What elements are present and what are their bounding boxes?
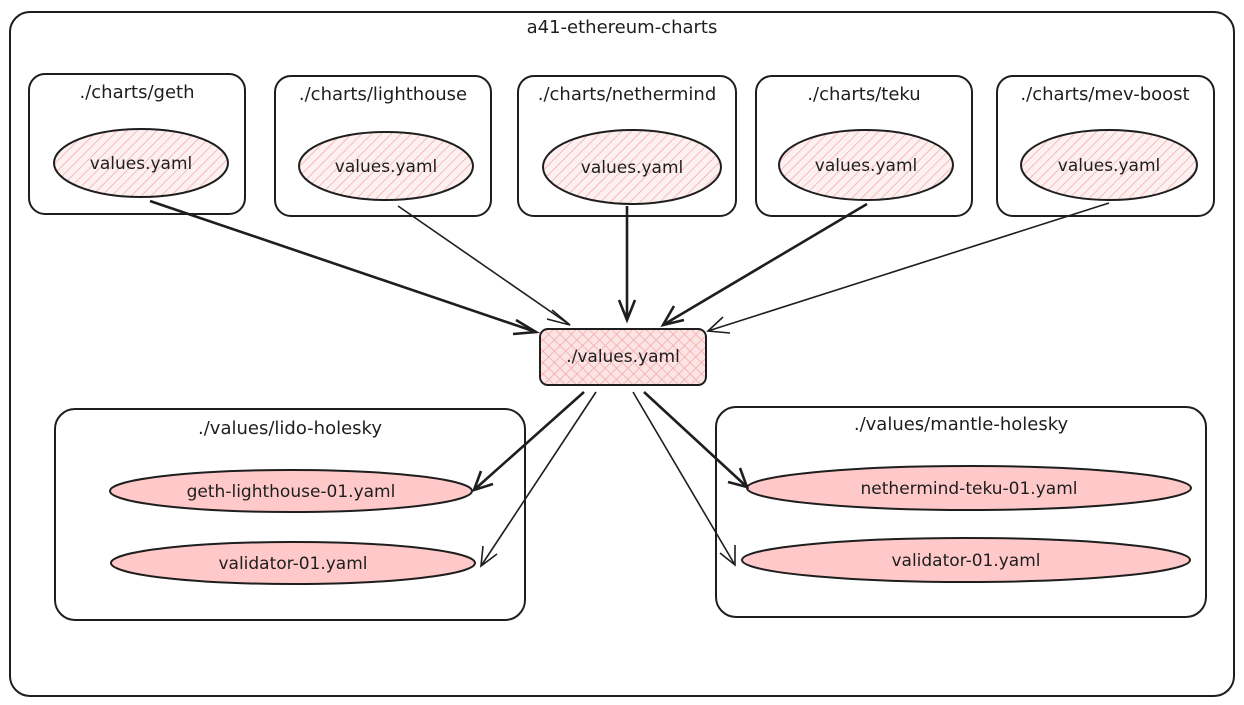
arrow <box>643 391 750 489</box>
arrow <box>706 202 1110 334</box>
group-name: ./values/lido-holesky <box>198 418 382 439</box>
arrow <box>617 206 637 324</box>
values-file-label: geth-lighthouse-01.yaml <box>187 482 396 502</box>
diagram-title: a41-ethereum-charts <box>527 17 718 38</box>
chart-box-mev-boost: ./charts/mev-boost values.yaml <box>996 75 1215 217</box>
chart-values-node <box>1020 129 1198 201</box>
values-file-node <box>741 537 1191 583</box>
arrow <box>660 202 868 327</box>
center-values-box <box>539 328 707 386</box>
chart-box-geth: ./charts/geth values.yaml <box>28 73 246 215</box>
chart-name: ./charts/nethermind <box>538 84 717 105</box>
chart-frame <box>28 73 246 215</box>
chart-frame <box>274 75 492 217</box>
arrow <box>149 199 541 336</box>
group-name: ./values/mantle-holesky <box>854 414 1069 435</box>
chart-frame <box>996 75 1215 217</box>
arrows-charts-to-center <box>149 199 1110 336</box>
arrow <box>471 391 585 493</box>
outer-container: a41-ethereum-charts <box>9 11 1235 697</box>
chart-name: ./charts/mev-boost <box>1020 84 1189 105</box>
outer-frame <box>9 11 1235 697</box>
chart-name: ./charts/lighthouse <box>299 84 467 105</box>
chart-name: ./charts/geth <box>80 82 195 103</box>
chart-values-node <box>298 131 474 201</box>
values-file-node <box>110 541 476 585</box>
chart-values-node <box>53 128 229 198</box>
values-file-label: validator-01.yaml <box>218 554 367 574</box>
chart-values-label: values.yaml <box>335 157 437 177</box>
arrows-center-to-values <box>471 391 750 568</box>
arrow <box>397 205 571 326</box>
values-file-node <box>109 469 473 513</box>
chart-box-lighthouse: ./charts/lighthouse values.yaml <box>274 75 492 217</box>
chart-values-label: values.yaml <box>1058 156 1160 176</box>
chart-box-teku: ./charts/teku values.yaml <box>755 75 973 217</box>
chart-name: ./charts/teku <box>807 84 920 105</box>
group-frame <box>715 406 1207 618</box>
chart-box-nethermind: ./charts/nethermind values.yaml <box>517 75 737 217</box>
arrow <box>480 391 597 568</box>
chart-frame <box>755 75 973 217</box>
values-file-label: validator-01.yaml <box>891 551 1040 571</box>
center-values-node: ./values.yaml <box>539 328 707 386</box>
values-group-lido-holesky: ./values/lido-holesky geth-lighthouse-01… <box>54 408 526 621</box>
chart-values-node <box>542 129 722 205</box>
chart-values-label: values.yaml <box>815 156 917 176</box>
chart-values-label: values.yaml <box>581 158 683 178</box>
center-values-label: ./values.yaml <box>566 347 680 367</box>
arrow <box>632 391 736 567</box>
chart-values-node <box>778 129 954 201</box>
values-file-label: nethermind-teku-01.yaml <box>861 479 1078 499</box>
chart-values-label: values.yaml <box>90 154 192 174</box>
values-group-mantle-holesky: ./values/mantle-holesky nethermind-teku-… <box>715 406 1207 618</box>
group-frame <box>54 408 526 621</box>
